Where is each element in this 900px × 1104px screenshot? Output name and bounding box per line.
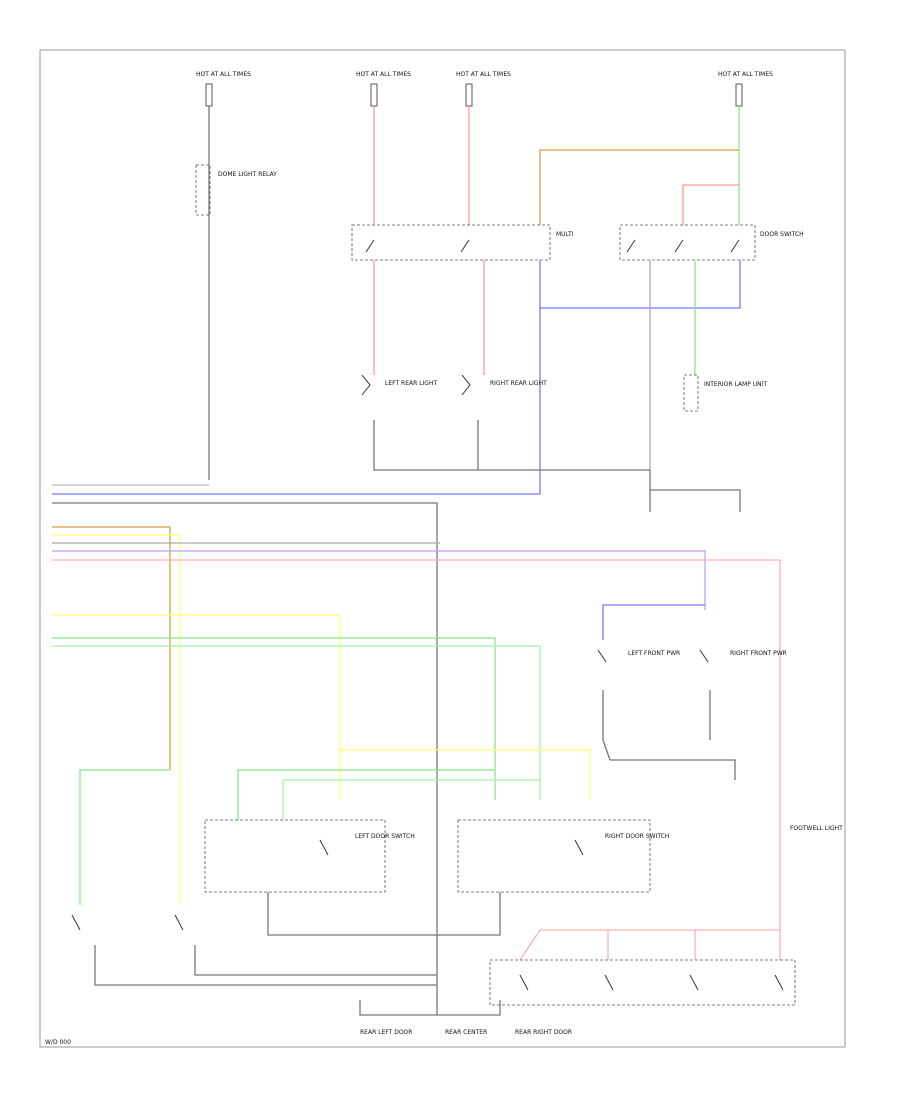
- power-switches-upper: LEFT FRONT PWR RIGHT FRONT PWR: [597, 604, 787, 780]
- bottom-connectors: REAR LEFT DOOR REAR CENTER REAR RIGHT DO…: [359, 1000, 572, 1036]
- wire-red-top: [682, 184, 739, 225]
- top-wires: [208, 106, 740, 480]
- courtesy-light-symbols: [361, 374, 471, 396]
- bus-wires: [52, 484, 781, 1000]
- wire-blue-switch: [602, 604, 705, 640]
- switch-right-label: DOOR SWITCH: [760, 231, 804, 238]
- wire-ground-door-2: [437, 892, 501, 936]
- corner-label: W/D 000: [45, 1039, 71, 1046]
- door-switch-blocks: LEFT DOOR SWITCH RIGHT DOOR SWITCH: [79, 769, 669, 936]
- switch-block-left: MULTI: [351, 224, 574, 261]
- fuse-1: [205, 83, 213, 107]
- wire-ground-mid: [373, 420, 650, 471]
- wire-ground-link: [610, 759, 736, 780]
- footwell-switches: FOOTWELL LIGHT: [489, 825, 843, 1006]
- switch-contacts-right: [626, 239, 740, 253]
- pwr-switch-symbols: [597, 649, 709, 663]
- door-switch-contacts: [319, 839, 584, 856]
- lamp-right-box: [683, 374, 699, 412]
- bus-yellow: [52, 534, 181, 905]
- wire-green-door-2: [282, 779, 540, 820]
- relay-label: DOME LIGHT RELAY: [218, 171, 277, 178]
- bottom-left-label: REAR LEFT DOOR: [360, 1029, 412, 1036]
- mid-wires: [373, 260, 741, 490]
- bus-green: [52, 637, 496, 800]
- bus-green-2: [52, 645, 541, 800]
- wire-bottom-bus: [359, 1000, 501, 1016]
- wire-green-left: [79, 769, 170, 905]
- fuse-3: [465, 83, 473, 107]
- left-relay: DOME LIGHT RELAY: [195, 164, 277, 216]
- fuse-group: HOT AT ALL TIMES HOT AT ALL TIMES HOT AT…: [196, 71, 773, 107]
- wire-ground-upper: [602, 690, 611, 761]
- pwr-right-label: RIGHT FRONT PWR: [730, 650, 787, 657]
- door-switch-right-box: [457, 819, 651, 893]
- wire-pink-bottom: [519, 929, 780, 961]
- bus-yellow-2: [52, 614, 341, 800]
- courtesy-left-label: LEFT REAR LIGHT: [385, 380, 437, 387]
- bus-blue: [52, 490, 541, 495]
- switch-block-left-box: [351, 224, 551, 261]
- fuse-label-3: HOT AT ALL TIMES: [456, 71, 511, 78]
- footwell-switch-symbols: [519, 974, 784, 991]
- wire-connector: [649, 470, 741, 512]
- wire-orange-top: [539, 149, 739, 225]
- pwr-left-label: LEFT FRONT PWR: [628, 650, 680, 657]
- wire-ground-bottom-2: [194, 945, 437, 976]
- footwell-label: FOOTWELL LIGHT: [790, 825, 843, 832]
- switch-block-right: DOOR SWITCH: [619, 224, 804, 261]
- door-switch-left-box: [204, 819, 386, 893]
- fuse-4: [735, 83, 743, 107]
- fuse-label-4: HOT AT ALL TIMES: [718, 71, 773, 78]
- relay-box: [195, 164, 211, 216]
- left-bottom-switches: [71, 914, 437, 986]
- wire-blue-top: [540, 260, 741, 309]
- wire-green-door: [237, 769, 495, 820]
- fuse-2: [370, 83, 378, 107]
- bus-orange: [52, 526, 171, 770]
- fuse-label-1: HOT AT ALL TIMES: [196, 71, 251, 78]
- left-bottom-switch-symbols: [71, 914, 184, 931]
- bus-black: [52, 502, 438, 1000]
- switch-block-right-box: [619, 224, 756, 261]
- switch-block-left-label: MULTI: [556, 231, 574, 238]
- door-sw-right-label: RIGHT DOOR SWITCH: [605, 833, 669, 840]
- wire-ground-door: [267, 892, 437, 936]
- wire-ground-bottom: [94, 945, 437, 986]
- courtesy-lights: LEFT REAR LIGHT RIGHT REAR LIGHT INTERIO…: [361, 374, 767, 412]
- bottom-center-label: REAR CENTER: [445, 1029, 487, 1036]
- bus-pink: [52, 559, 781, 930]
- fuse-label-2: HOT AT ALL TIMES: [356, 71, 411, 78]
- diagram-frame: [39, 49, 846, 1048]
- wire-yellow-cross: [340, 749, 591, 800]
- footwell-box: [489, 959, 796, 1006]
- bottom-right-label: REAR RIGHT DOOR: [515, 1029, 572, 1036]
- lower-right-connectors: [649, 470, 741, 512]
- courtesy-right-label: RIGHT REAR LIGHT: [490, 380, 547, 387]
- lamp-right-label: INTERIOR LAMP UNIT: [704, 381, 767, 388]
- switch-contacts-left: [365, 239, 470, 253]
- bus-violet: [52, 550, 706, 610]
- door-sw-left-label: LEFT DOOR SWITCH: [355, 833, 415, 840]
